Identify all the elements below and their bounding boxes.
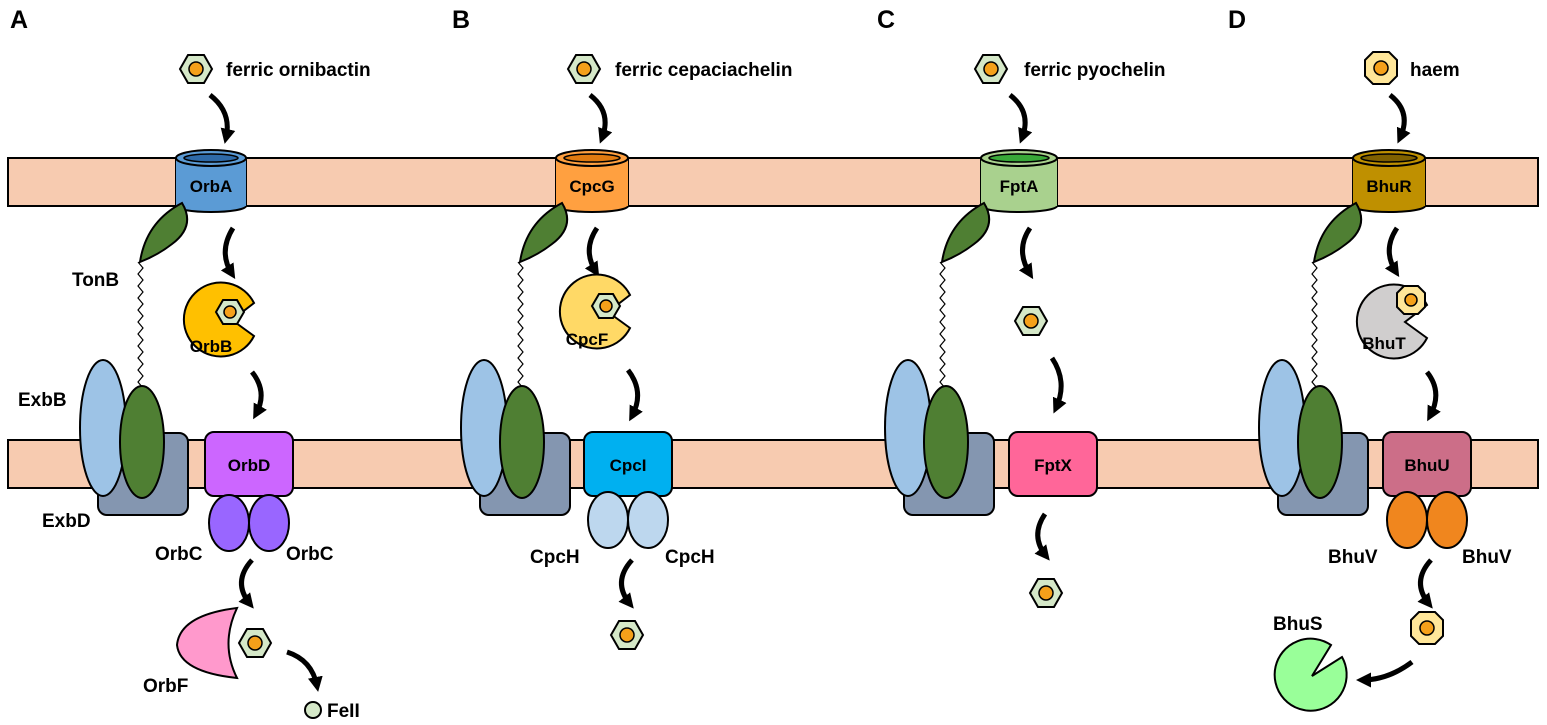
inner-permease-d	[1382, 431, 1472, 497]
arrow-icon	[1417, 558, 1433, 609]
atpase-left-d	[1386, 491, 1428, 549]
tonb-head	[518, 201, 569, 264]
arrow-icon	[588, 93, 613, 144]
inner-permease-b	[583, 431, 673, 497]
periplasmic-protein-a: OrbB	[182, 281, 256, 358]
panel-letter-b: B	[452, 6, 470, 34]
inner-permease-c	[1008, 431, 1098, 497]
inner-permease-label-a: OrbD	[228, 456, 271, 475]
arrow-icon	[249, 370, 267, 420]
atpase-left-label-d: BhuV	[1328, 547, 1378, 568]
cytoplasmic-protein-d	[1273, 637, 1348, 712]
siderophore-icon	[1028, 578, 1064, 608]
arrow-icon	[1384, 226, 1400, 278]
atpase-right-b	[627, 491, 669, 549]
cytoplasmic-protein-a	[175, 606, 239, 680]
atpase-left-a	[208, 494, 250, 552]
atpase-right-d	[1426, 491, 1468, 549]
outer-receptor-b: CpcG	[555, 149, 629, 213]
outer-receptor-label-b: CpcG	[569, 177, 614, 196]
tonb-anchor	[499, 385, 545, 499]
cytoplasmic-label-d: BhuS	[1273, 614, 1323, 635]
arrow-icon	[1049, 356, 1067, 414]
arrow-icon	[618, 558, 634, 609]
atpase-right-label-a: OrbC	[286, 544, 334, 565]
atpase-right-label-d: BhuV	[1462, 547, 1512, 568]
atpase-left-label-b: CpcH	[530, 547, 580, 568]
outer-receptor-a: OrbA	[175, 149, 247, 213]
panel-letter-d: D	[1228, 6, 1246, 34]
siderophore-icon	[178, 54, 214, 84]
siderophore-icon	[237, 628, 273, 658]
atpase-left-label-a: OrbC	[155, 544, 203, 565]
outer-receptor-label-c: FptA	[1000, 177, 1039, 196]
periplasmic-label-b: CpcF	[566, 330, 609, 349]
siderophore-icon	[973, 54, 1009, 84]
outer-receptor-d: BhuR	[1352, 149, 1426, 213]
panel-letter-c: C	[877, 6, 895, 34]
arrow-icon	[584, 226, 600, 278]
tonb-anchor	[119, 385, 165, 499]
haem-icon	[1364, 51, 1398, 85]
atpase-right-label-b: CpcH	[665, 547, 715, 568]
tonb-label: TonB	[72, 270, 119, 291]
exbd-label: ExbD	[42, 511, 91, 532]
tonb-chain	[137, 261, 144, 389]
tonb-chain	[517, 261, 524, 389]
inner-permease-label-d: BhuU	[1404, 456, 1449, 475]
arrow-icon	[1008, 93, 1033, 144]
arrow-icon	[1034, 512, 1050, 561]
tonb-head	[138, 201, 189, 264]
atpase-right-a	[248, 494, 290, 552]
tonb-chain	[939, 261, 946, 389]
haem-icon	[1410, 611, 1444, 645]
periplasmic-label-a: OrbB	[190, 337, 233, 356]
arrow-icon	[286, 649, 323, 692]
periplasmic-label-d: BhuT	[1362, 334, 1406, 353]
inner-permease-label-c: FptX	[1034, 456, 1072, 475]
product-label-a: FeII	[327, 701, 360, 722]
periplasmic-protein-b: CpcF	[558, 273, 632, 350]
outer-membrane	[7, 157, 1539, 207]
cytoplasmic-label-a: OrbF	[143, 676, 188, 697]
tonb-anchor	[1297, 385, 1343, 499]
tonb-head	[940, 201, 991, 264]
outer-receptor-label-a: OrbA	[190, 177, 233, 196]
arrow-icon	[1388, 93, 1411, 144]
tonb-anchor	[923, 385, 969, 499]
inner-permease-label-b: CpcI	[610, 456, 647, 475]
arrow-icon	[238, 558, 254, 609]
arrow-icon	[208, 93, 236, 144]
outer-receptor-c: FptA	[980, 149, 1058, 213]
siderophore-icon	[1013, 306, 1049, 336]
exbb-ellipse	[79, 359, 127, 497]
substrate-label-c: ferric pyochelin	[1024, 60, 1166, 81]
tonb-head	[1312, 201, 1363, 264]
arrow-icon	[625, 368, 643, 422]
ferrous-iron-icon	[304, 701, 322, 719]
exbb-label: ExbB	[18, 390, 67, 411]
arrow-icon	[1356, 659, 1414, 688]
substrate-label-a: ferric ornibactin	[226, 60, 371, 81]
arrow-icon	[1424, 370, 1441, 422]
inner-permease-a	[204, 431, 294, 497]
panel-letter-a: A	[10, 6, 28, 34]
outer-receptor-label-d: BhuR	[1366, 177, 1411, 196]
siderophore-icon	[566, 54, 602, 84]
siderophore-icon	[609, 620, 645, 650]
substrate-label-d: haem	[1410, 60, 1460, 81]
arrow-icon	[220, 226, 236, 280]
tonb-chain	[1311, 261, 1318, 389]
substrate-label-b: ferric cepaciachelin	[615, 60, 792, 81]
periplasmic-protein-d: BhuT	[1355, 283, 1429, 360]
atpase-left-b	[587, 491, 629, 549]
arrow-icon	[1018, 226, 1034, 280]
